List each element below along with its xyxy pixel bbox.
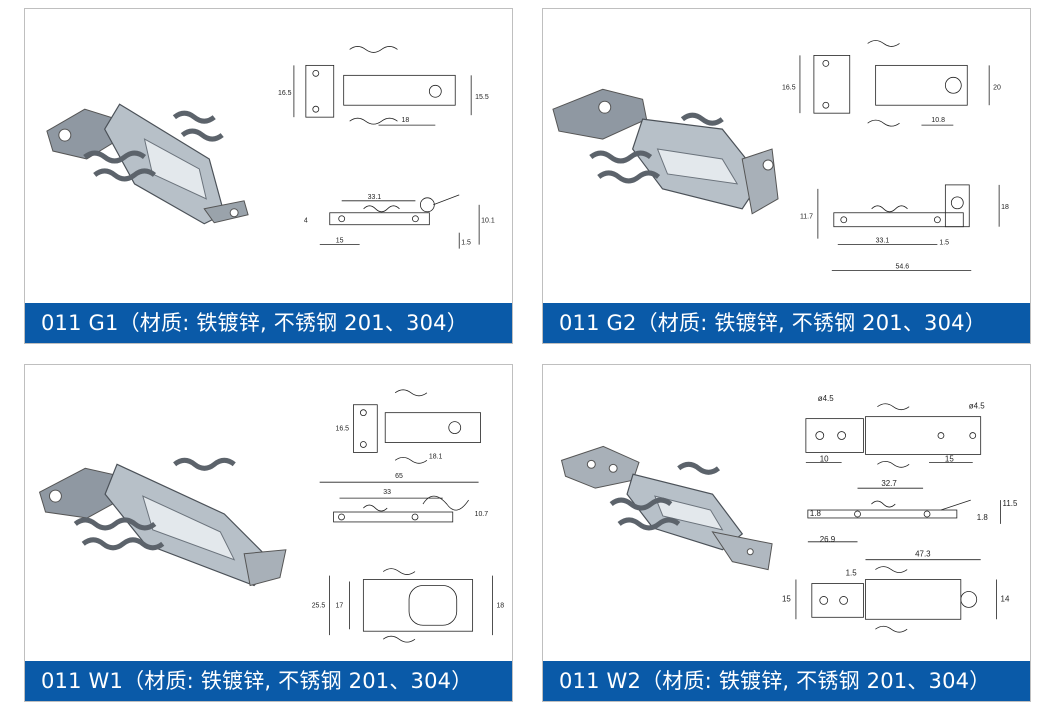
product-illustration: ø4.5 ø4.5 10 15 32.7 1.8 26.9 11.5 1.8 4… [560,394,1018,633]
dim-label: 18 [1001,204,1009,211]
product-illustration: 16.5 18.1 65 33 10.7 25.5 17 18 [38,389,505,643]
dim-label: 1.8 [977,513,989,522]
technical-drawing-side-view [807,487,1001,543]
product-card-g1: 16.5 15.5 18 33.1 10.1 1.5 15 4 011 G1（材… [24,8,513,344]
dim-label: 17 [336,602,344,609]
dim-label: 54.6 [896,264,910,271]
dim-label: 1.8 [810,509,822,518]
technical-drawing-side-view [817,184,1000,271]
latch-3d-render [560,445,773,571]
dimension-labels: ø4.5 ø4.5 10 15 32.7 1.8 26.9 11.5 1.8 4… [782,394,1018,604]
dim-label: 1.5 [846,569,858,578]
dim-label: 25.5 [312,602,326,609]
product-card-w2: ø4.5 ø4.5 10 15 32.7 1.8 26.9 11.5 1.8 4… [542,364,1031,702]
dim-label: 33 [383,489,391,496]
dim-label: 15.5 [475,94,489,101]
dimension-labels: 16.5 18.1 65 33 10.7 25.5 17 18 [312,426,505,610]
technical-drawing-top-view [799,40,990,127]
dimension-labels: 16.5 20 10.8 11.7 33.1 1.5 54.6 18 [782,84,1009,270]
technical-drawing-top-view [353,389,481,464]
dim-label: 15 [336,238,344,245]
dim-label: 18.1 [429,453,443,460]
dim-label: 10.7 [475,511,489,518]
dim-label: 18 [496,602,504,609]
product-card-g2: 16.5 20 10.8 11.7 33.1 1.5 54.6 18 011 G… [542,8,1031,344]
dim-label: 10.1 [481,218,495,225]
product-card-w1: 16.5 18.1 65 33 10.7 25.5 17 18 011 W1（材… [24,364,513,702]
dim-label: 10.8 [931,117,945,124]
product-caption: 011 G2（材质: 铁镀锌, 不锈钢 201、304） [543,303,1030,343]
dim-label: 10 [820,454,829,463]
dim-label: 11.5 [1003,499,1018,508]
dim-label: 18 [401,117,409,124]
dim-label: 65 [395,473,403,480]
dim-label: 32.7 [881,479,897,488]
dim-label: 33.1 [368,194,382,201]
technical-drawing-side-view [319,194,480,249]
dim-label: 15 [945,454,954,463]
dim-label: 14 [1001,594,1010,603]
technical-drawing-bottom-view [795,559,997,633]
latch-3d-render [38,457,287,587]
dim-label: ø4.5 [969,402,985,411]
dim-label: 4 [304,218,308,225]
technical-drawing-front-view [329,568,493,643]
product-illustration: 16.5 20 10.8 11.7 33.1 1.5 54.6 18 [552,40,1009,271]
product-caption: 011 G1（材质: 铁镀锌, 不锈钢 201、304） [25,303,512,343]
product-illustration: 16.5 15.5 18 33.1 10.1 1.5 15 4 [46,46,495,249]
dim-label: 16.5 [336,426,350,433]
dim-label: 1.5 [461,240,471,247]
dim-label: 20 [993,84,1001,91]
latch-3d-render [552,88,779,215]
dim-label: 47.3 [915,550,931,559]
latch-3d-render [46,103,249,225]
dim-label: 1.5 [939,240,949,247]
dim-label: 16.5 [278,90,292,97]
dim-label: 33.1 [876,238,890,245]
product-caption: 011 W2（材质: 铁镀锌, 不锈钢 201、304） [543,661,1030,701]
product-caption: 011 W1（材质: 铁镀锌, 不锈钢 201、304） [25,661,512,701]
technical-drawing-top-view [805,403,982,468]
dim-label: 15 [782,594,791,603]
technical-drawing-top-view [293,46,472,126]
dimension-labels: 16.5 15.5 18 33.1 10.1 1.5 15 4 [278,90,495,246]
dim-label: 26.9 [820,535,836,544]
technical-drawing-side-view [319,481,479,523]
dim-label: 16.5 [782,84,796,91]
dim-label: ø4.5 [818,394,834,403]
dim-label: 11.7 [800,214,813,221]
